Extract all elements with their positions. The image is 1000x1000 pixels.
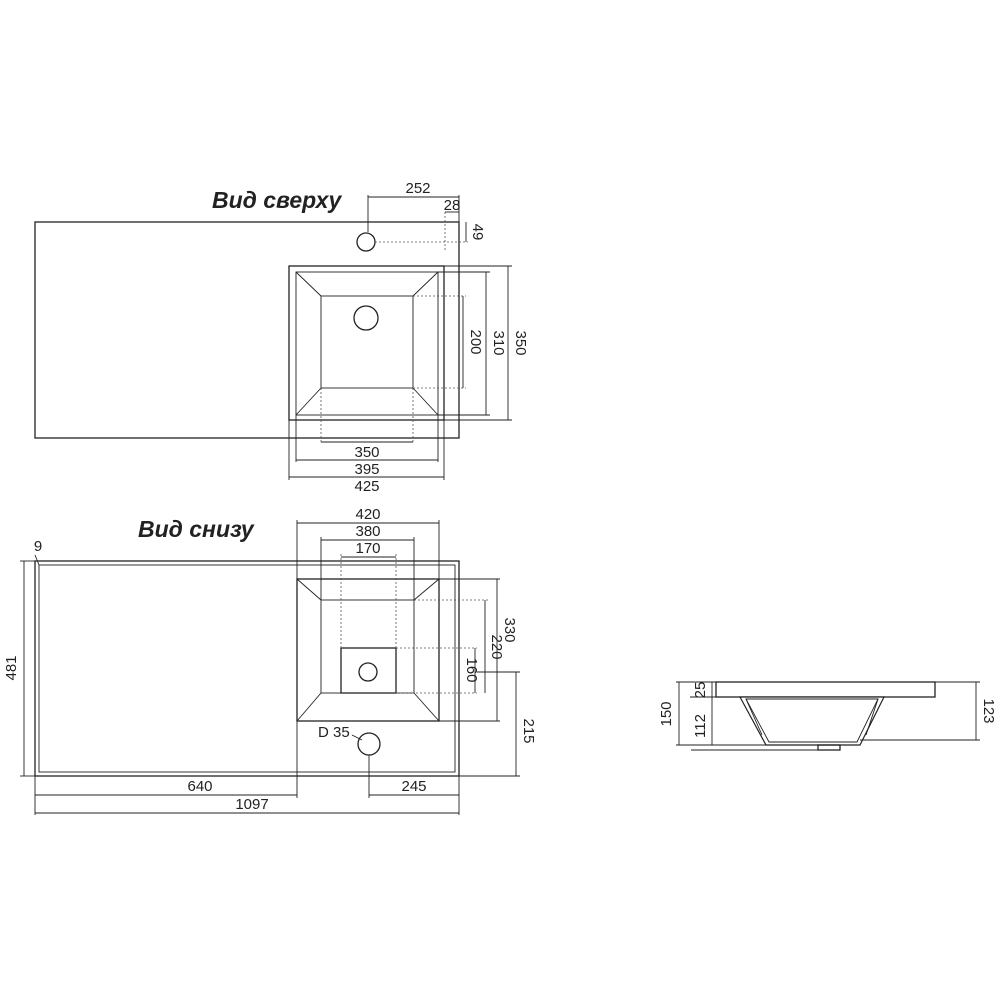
top-bevel-line: [295, 387, 322, 416]
dim-112: 112: [692, 714, 709, 738]
side-basin-body: [738, 696, 885, 746]
dim-252: 252: [405, 180, 430, 197]
side-drain-stub: [817, 744, 841, 751]
dim-310: 310: [490, 330, 507, 355]
side-basin-hatch: [745, 698, 763, 736]
dim-49: 49: [469, 224, 486, 241]
dim-350-vertical: 350: [512, 330, 529, 355]
dim-481: 481: [3, 655, 20, 680]
top-basin-rim: [295, 271, 439, 416]
dim-160: 160: [463, 657, 480, 682]
dim-28: 28: [444, 197, 461, 214]
dim-d35: D 35: [318, 724, 350, 741]
bottom-slab-inner-edge: [38, 564, 456, 773]
dim-395: 395: [354, 461, 379, 478]
top-basin-outer: [288, 265, 445, 421]
dim-350-horizontal: 350: [354, 444, 379, 461]
top-drain-hole: [353, 305, 379, 331]
bottom-view-title: Вид снизу: [138, 516, 255, 542]
bottom-view: Вид снизу 420 380 170 9: [3, 506, 537, 815]
side-basin-hatch: [865, 698, 879, 736]
top-bevel-line: [412, 387, 439, 416]
dim-line-9: [34, 554, 40, 566]
dim-leader: [351, 734, 363, 741]
bottom-bevel-line: [413, 692, 440, 722]
bottom-drain-block: [340, 647, 397, 694]
top-view-title: Вид сверху: [212, 187, 342, 213]
bottom-basin-inner: [320, 599, 415, 694]
top-faucet-hole: [356, 232, 376, 252]
top-slab-outline: [34, 221, 460, 439]
bottom-drain-hole: [358, 662, 378, 682]
bottom-basin-outer: [296, 578, 440, 722]
top-bevel-line: [412, 271, 439, 297]
top-bevel-line: [295, 271, 322, 297]
dim-330: 330: [501, 617, 518, 642]
bottom-slab-outline: [34, 560, 460, 777]
dim-245: 245: [401, 778, 426, 795]
top-view: Вид сверху 252 28 49 200: [34, 180, 529, 495]
side-slab: [715, 681, 936, 698]
dim-123: 123: [980, 698, 997, 723]
side-basin-inner: [745, 698, 879, 743]
side-view: 150 25 112 123: [658, 681, 997, 751]
bottom-faucet-hole: [357, 732, 381, 756]
dim-425: 425: [354, 478, 379, 495]
dim-1097: 1097: [235, 796, 268, 813]
dim-150: 150: [658, 701, 675, 726]
dim-220: 220: [488, 634, 505, 659]
dim-200: 200: [467, 329, 484, 354]
dim-25: 25: [692, 682, 709, 699]
dim-640: 640: [187, 778, 212, 795]
bottom-bevel-line: [296, 692, 322, 722]
top-basin-bottom: [320, 295, 414, 389]
dim-170: 170: [355, 540, 380, 557]
dim-380: 380: [355, 523, 380, 540]
dim-215: 215: [520, 718, 537, 743]
bottom-bevel-line: [296, 578, 322, 601]
bottom-bevel-line: [413, 578, 440, 601]
dim-420: 420: [355, 506, 380, 523]
dim-9: 9: [34, 538, 42, 555]
